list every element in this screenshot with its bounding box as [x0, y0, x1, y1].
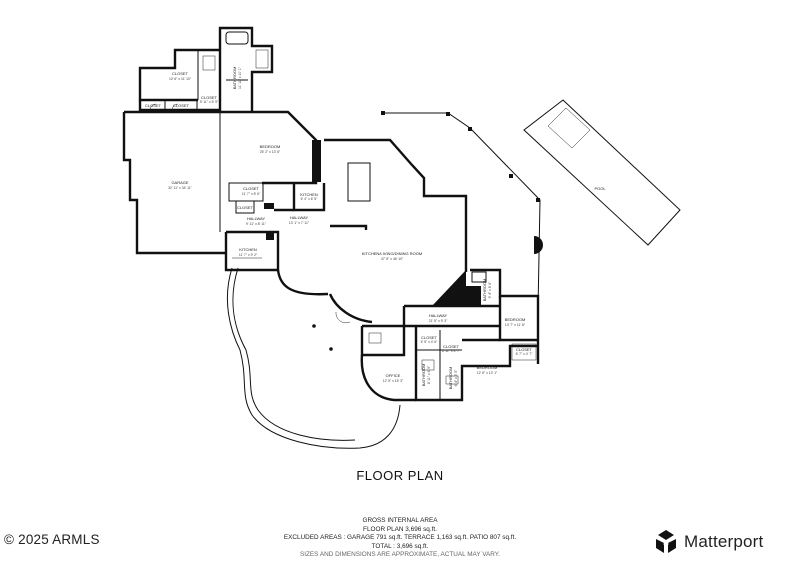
dims-hallway-south: 21' 5" x 9' 3"	[429, 319, 448, 323]
plan-title: FLOOR PLAN	[356, 468, 444, 483]
summary-total: TOTAL : 3,696 sq.ft.	[371, 542, 429, 550]
dims-kitchen: 11' 7" x 9' 2"	[239, 253, 258, 257]
label-closet-nw: CLOSET	[172, 71, 189, 76]
label-kitchen-living: KITCHEN/LIVING/DINING ROOM	[362, 251, 422, 256]
south-wing-walls	[360, 324, 538, 402]
dims-bathroom-north: 11' 11" x 10' 1"	[238, 66, 242, 89]
label-office: OFFICE	[386, 373, 401, 378]
pool-shape	[523, 99, 681, 246]
dims-closet-mid: 11' 7" x 8' 6"	[242, 192, 261, 196]
closet-middle-walls	[228, 182, 274, 214]
dims-kitchen-living: 47' 8" x 46' 10"	[381, 257, 404, 261]
closets-strip-walls	[138, 100, 220, 112]
room-labels: CLOSET 10' 6" x 11' 10" BATHROOM 11' 11"…	[145, 66, 606, 389]
label-kitchen-small: KITCHEN	[300, 192, 318, 197]
dims-hallway-center: 13' 1" x 7' 11"	[289, 221, 310, 225]
dims-bedroom-north: 25' 2" x 13' 8"	[260, 150, 281, 154]
dims-closet-c: 5' 11" x 5' 9"	[200, 100, 219, 104]
summary-gross-heading: GROSS INTERNAL AREA	[362, 517, 438, 524]
dims-garage: 32' 11" x 34' 11"	[168, 186, 193, 190]
summary-floor-plan-area: FLOOR PLAN 3,696 sq.ft.	[363, 525, 437, 533]
dims-hallway-west: 9' 11" x 8' 11"	[246, 222, 267, 226]
matterport-cube-icon	[656, 530, 676, 553]
label-closet-b: CLOSET	[173, 103, 190, 108]
bedroom-north-walls	[220, 110, 321, 185]
label-bathroom-s1: BATHROOM	[421, 364, 426, 387]
dims-bedroom-east: 13' 7" x 11' 8"	[505, 323, 526, 327]
dims-bathroom-s1: 8' 11" x 6' 9"	[427, 365, 431, 384]
dims-kitchen-small: 6' 4" x 6' 5"	[301, 197, 319, 201]
brand-logo: Matterport	[652, 528, 763, 556]
dims-office: 12' 5" x 15' 3"	[383, 379, 404, 383]
copyright-holder: 2025 ARMLS	[18, 532, 100, 547]
label-hallway-west: HALLWAY	[247, 216, 266, 221]
copyright-text: © 2025 ARMLS	[4, 532, 100, 547]
closet-nw-walls	[138, 48, 220, 102]
hallway-south-walls	[402, 304, 500, 328]
label-closet-c: CLOSET	[201, 95, 218, 100]
label-bathroom-s2: BATHROOM	[448, 367, 453, 390]
living-east-fill	[432, 270, 466, 306]
dims-closet-nw: 10' 6" x 11' 10"	[169, 77, 192, 81]
label-closet-mid: CLOSET	[243, 186, 260, 191]
terrace-round-column	[534, 236, 543, 254]
label-pool: POOL	[594, 186, 606, 191]
label-bathroom-east: BATHROOM	[482, 279, 487, 302]
dims-closet-s1: 5' 5" x 4' 6"	[421, 340, 439, 344]
label-closet-small: CLOSET	[237, 205, 254, 210]
garage-walls	[122, 110, 226, 255]
dims-bathroom-s2: 6' 4" x 5' 5"	[454, 369, 458, 387]
label-bathroom-north: BATHROOM	[232, 67, 237, 90]
label-hallway-south: HALLWAY	[429, 313, 448, 318]
dims-bathroom-east: 9' 4" x 8' 6"	[488, 281, 492, 299]
label-kitchen: KITCHEN	[239, 247, 257, 252]
summary-excluded-areas: EXCLUDED AREAS : GARAGE 791 sq.ft. TERRA…	[283, 534, 517, 541]
label-bedroom-east: BEDROOM	[505, 317, 526, 322]
label-closet-s1: CLOSET	[421, 335, 438, 340]
patio-path-inner	[232, 267, 356, 441]
summary-disclaimer: SIZES AND DIMENSIONS ARE APPROXIMATE, AC…	[299, 551, 501, 558]
dims-closet-s2: 6' 11" x 4' 7"	[442, 349, 461, 353]
label-hallway-center: HALLWAY	[290, 215, 309, 220]
label-bedroom-north: BEDROOM	[260, 144, 281, 149]
label-closet-a: CLOSET	[145, 103, 162, 108]
label-closet-east: CLOSET	[516, 347, 533, 352]
terrace-posts	[312, 111, 540, 351]
living-area-walls	[276, 138, 468, 324]
dims-bedroom-south: 12' 8" x 13' 1"	[477, 371, 498, 375]
label-garage: GARAGE	[171, 180, 188, 185]
dims-closet-east: 6' 7" x 4' 7"	[516, 352, 534, 356]
patio-path-outline	[226, 267, 401, 449]
label-closet-s2: CLOSET	[443, 344, 460, 349]
brand-name: Matterport	[684, 532, 764, 551]
label-bedroom-south: BEDROOM	[477, 365, 498, 370]
kitchen-small-walls	[274, 183, 326, 212]
bathroom-north-walls	[218, 26, 274, 112]
